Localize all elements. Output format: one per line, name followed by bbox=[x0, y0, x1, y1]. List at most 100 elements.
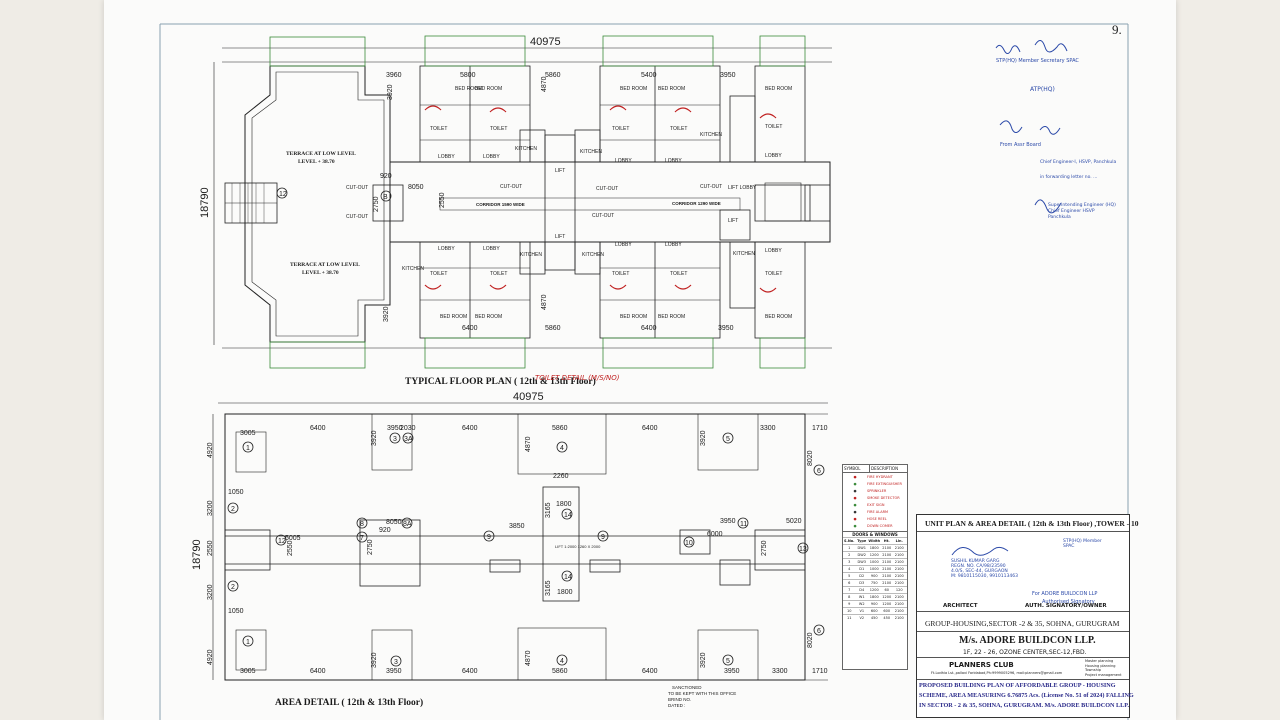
svg-text:5005: 5005 bbox=[285, 535, 301, 542]
door-table-cell: 11 bbox=[847, 616, 852, 620]
svg-text:11: 11 bbox=[740, 521, 747, 528]
svg-text:3950: 3950 bbox=[387, 425, 403, 432]
svg-text:KITCHEN: KITCHEN bbox=[582, 252, 604, 258]
door-table-cell: 1800 bbox=[869, 546, 879, 550]
svg-text:8: 8 bbox=[360, 521, 364, 528]
svg-text:TOILET: TOILET bbox=[490, 126, 507, 132]
svg-text:LOBBY: LOBBY bbox=[438, 246, 455, 252]
svg-text:TOILET: TOILET bbox=[612, 271, 629, 277]
svg-text:1: 1 bbox=[246, 639, 250, 646]
stamp-se: Superintending Engineer (HQ) Chief Engin… bbox=[1048, 203, 1116, 220]
svg-text:1050: 1050 bbox=[228, 608, 244, 615]
door-table-cell: 2100 bbox=[882, 560, 892, 564]
corridor-left-label: CORRIDOR 1590 WIDE bbox=[476, 202, 525, 207]
door-table-cell: 900 bbox=[870, 574, 878, 578]
stamp-forwarding: in forwarding letter no. ... bbox=[1040, 175, 1098, 180]
door-table-cell: W2 bbox=[858, 602, 865, 606]
svg-text:BED ROOM: BED ROOM bbox=[658, 314, 685, 320]
svg-text:LOBBY: LOBBY bbox=[483, 246, 500, 252]
typical-floor-handwritten-note: TOILET DETAIL (M/S/NO) bbox=[535, 374, 620, 382]
owner-stamp-line2: Authorised Signatory bbox=[1042, 599, 1095, 605]
svg-text:6400: 6400 bbox=[642, 425, 658, 432]
svg-text:TOILET: TOILET bbox=[670, 126, 687, 132]
svg-text:5020: 5020 bbox=[786, 518, 802, 525]
svg-text:4870: 4870 bbox=[541, 294, 548, 310]
svg-text:920: 920 bbox=[380, 173, 392, 180]
legend-item: ●FIRE HYDRANT bbox=[843, 473, 907, 480]
door-table-cell: 7 bbox=[848, 588, 851, 592]
area-detail-plan bbox=[212, 402, 828, 681]
architect-label: ARCHITECT bbox=[943, 603, 978, 609]
svg-text:LOBBY: LOBBY bbox=[438, 154, 455, 160]
door-table-cell: D4 bbox=[859, 588, 865, 592]
svg-text:3300: 3300 bbox=[772, 668, 788, 675]
svg-text:14: 14 bbox=[564, 512, 572, 519]
signature-2 bbox=[1034, 40, 1068, 53]
svg-text:KITCHEN: KITCHEN bbox=[402, 266, 424, 272]
door-table-cell: 2100 bbox=[894, 546, 904, 550]
svg-text:6: 6 bbox=[817, 628, 821, 635]
svg-text:LOBBY: LOBBY bbox=[765, 248, 782, 254]
svg-text:2: 2 bbox=[231, 506, 235, 513]
door-table-cell: 2100 bbox=[894, 581, 904, 585]
legend-item-label: HOSE REEL bbox=[867, 516, 887, 521]
svg-text:5400: 5400 bbox=[641, 72, 657, 79]
door-table-cell: D1 bbox=[859, 567, 865, 571]
legend-item-label: DOWN COMER bbox=[867, 523, 893, 528]
svg-text:3920: 3920 bbox=[700, 430, 707, 446]
svg-text:3920: 3920 bbox=[371, 430, 378, 446]
stamp-stp: STP(HQ) Member Secretary SPAC bbox=[996, 58, 1079, 64]
svg-text:CUT-OUT: CUT-OUT bbox=[596, 186, 618, 192]
door-table-cell: 450 bbox=[870, 616, 878, 620]
svg-text:SANCTIONED: SANCTIONED bbox=[672, 685, 702, 690]
door-table-cell: 2100 bbox=[894, 616, 904, 620]
svg-text:CUT-OUT: CUT-OUT bbox=[346, 214, 368, 220]
svg-text:LIFT: LIFT bbox=[728, 218, 738, 224]
svg-text:4870: 4870 bbox=[525, 436, 532, 452]
svg-text:2750: 2750 bbox=[373, 196, 380, 212]
svg-text:8A: 8A bbox=[403, 521, 412, 528]
svg-text:LOBBY: LOBBY bbox=[615, 242, 632, 248]
svg-text:3920: 3920 bbox=[371, 652, 378, 668]
door-table-cell: 2100 bbox=[882, 567, 892, 571]
door-table-cell: 3 bbox=[848, 560, 851, 564]
legend-item-label: FIRE HYDRANT bbox=[867, 474, 893, 479]
signature-4 bbox=[1039, 126, 1061, 135]
svg-text:5860: 5860 bbox=[552, 425, 568, 432]
svg-text:5: 5 bbox=[726, 658, 730, 665]
door-table-cell: 2100 bbox=[894, 602, 904, 606]
architect-stamp: SUSHIL KUMAR GARG REGN. NO. CA/98/23590 … bbox=[951, 559, 1018, 579]
svg-text:DATED :: DATED : bbox=[668, 703, 685, 708]
svg-text:6400: 6400 bbox=[310, 425, 326, 432]
svg-text:LIFT: LIFT bbox=[555, 234, 565, 240]
svg-text:BED ROOM: BED ROOM bbox=[475, 86, 502, 92]
company-address: 1F, 22 - 26, OZONE CENTER,SEC-12,FBD. bbox=[963, 649, 1087, 656]
consultant-name: PLANNERS CLUB bbox=[949, 661, 1014, 669]
svg-text:3850: 3850 bbox=[509, 523, 525, 530]
small-stamp: STP(HQ) Member SPAC bbox=[1063, 539, 1102, 549]
svg-text:3200: 3200 bbox=[207, 500, 214, 516]
legend-item-label: EXIT SIGN bbox=[867, 502, 885, 507]
title-block-heading: UNIT PLAN & AREA DETAIL ( 12th & 13th Fl… bbox=[925, 519, 1139, 528]
legend-item: ●SPRINKLER bbox=[843, 487, 907, 494]
door-table-cell: D2 bbox=[859, 574, 865, 578]
svg-text:KITCHEN: KITCHEN bbox=[580, 149, 602, 155]
svg-text:4920: 4920 bbox=[207, 442, 214, 458]
typical-floor-title: TYPICAL FLOOR PLAN ( 12th & 13th Floor) bbox=[405, 377, 596, 387]
svg-text:KITCHEN: KITCHEN bbox=[515, 146, 537, 152]
door-table-cell: 120 bbox=[895, 588, 903, 592]
door-table-cell: W1 bbox=[858, 595, 865, 599]
svg-text:BED ROOM: BED ROOM bbox=[765, 314, 792, 320]
svg-text:CUT-OUT: CUT-OUT bbox=[500, 184, 522, 190]
door-table-cell: DW2 bbox=[857, 553, 866, 557]
owner-stamp-line1: For ADORE BUILDCON LLP bbox=[1032, 591, 1098, 597]
svg-text:3960: 3960 bbox=[386, 72, 402, 79]
svg-text:2750: 2750 bbox=[761, 540, 768, 556]
